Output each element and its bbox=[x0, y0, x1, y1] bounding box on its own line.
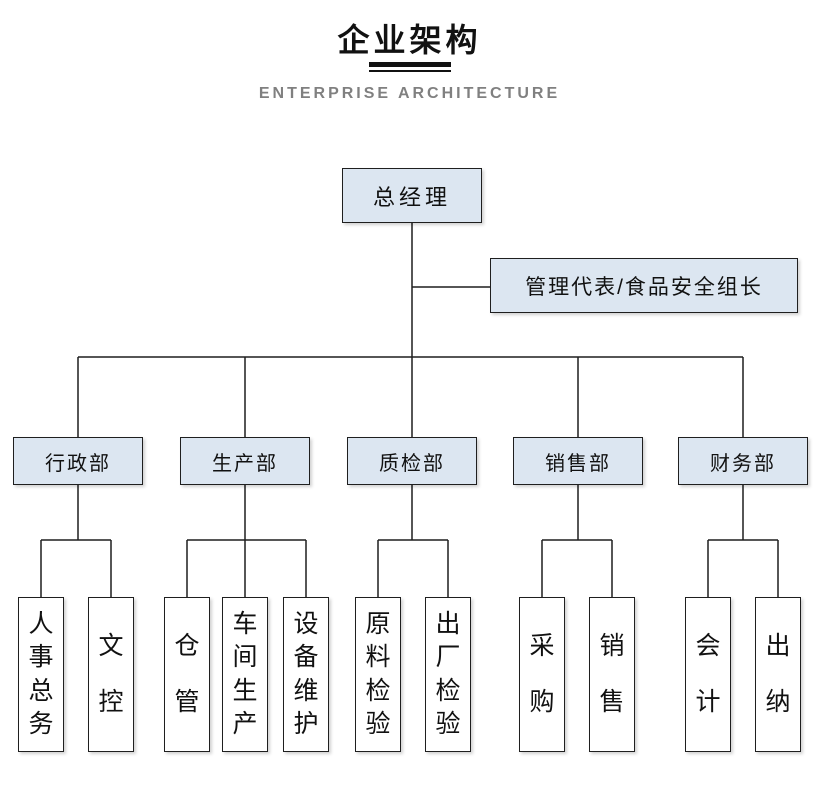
page-subtitle: ENTERPRISE ARCHITECTURE bbox=[258, 85, 561, 102]
node-dept-administration: 行政部 bbox=[13, 437, 143, 485]
node-dept-finance: 财务部 bbox=[678, 437, 808, 485]
node-procurement: 采购 bbox=[519, 597, 565, 752]
page-title: 企业架构 bbox=[337, 22, 482, 58]
title-underline bbox=[368, 62, 451, 72]
node-raw-material-inspection: 原料检验 bbox=[355, 597, 401, 752]
node-management-representative: 管理代表/食品安全组长 bbox=[490, 258, 798, 313]
node-dept-quality-inspection: 质检部 bbox=[347, 437, 477, 485]
node-accounting: 会计 bbox=[685, 597, 731, 752]
chart-header: 企业架构 ENTERPRISE ARCHITECTURE bbox=[0, 0, 819, 103]
node-workshop-production: 车间生产 bbox=[222, 597, 268, 752]
node-warehouse-management: 仓管 bbox=[164, 597, 210, 752]
node-cashier: 出纳 bbox=[755, 597, 801, 752]
node-document-control: 文控 bbox=[88, 597, 134, 752]
node-general-manager: 总经理 bbox=[342, 168, 482, 223]
node-dept-production: 生产部 bbox=[180, 437, 310, 485]
node-outgoing-inspection: 出厂检验 bbox=[425, 597, 471, 752]
node-sales: 销售 bbox=[589, 597, 635, 752]
node-equipment-maintenance: 设备维护 bbox=[283, 597, 329, 752]
node-dept-sales: 销售部 bbox=[513, 437, 643, 485]
node-hr-general-affairs: 人事总务 bbox=[18, 597, 64, 752]
